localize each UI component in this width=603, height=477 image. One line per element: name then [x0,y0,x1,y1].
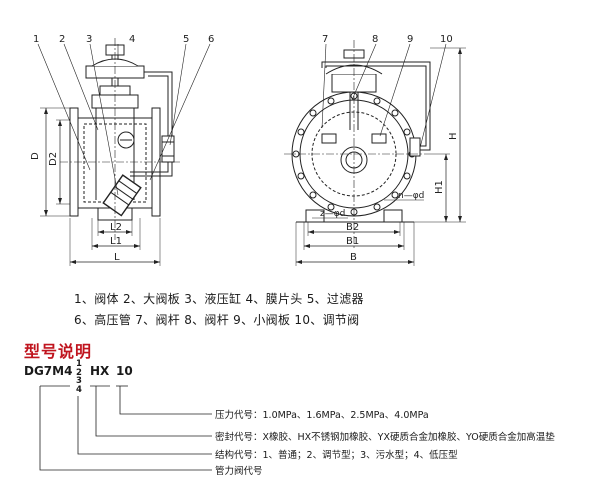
explanation-pressure: 压力代号：1.0MPa、1.6MPa、2.5MPa、4.0MPa [215,410,429,421]
dim-label-b: B [350,252,357,263]
model-digit-1: 1 [76,359,82,369]
part-number-8: 8 [372,34,378,45]
model-digit-4: 4 [76,384,82,395]
parts-legend-row-2: 6、高压管 7、阀杆 8、阀杆 9、小阀板 10、调节阀 [74,313,360,327]
dim-label-n-phi-d: n—φd [398,191,424,201]
dim-label-d2: D2 [48,152,59,166]
dim-label-d: D [30,152,41,160]
model-seal-code: HX [90,364,110,378]
dim-label-b1: B1 [346,236,359,247]
part-number-1: 1 [33,34,39,45]
explanation-valve-type: 管力阀代号 [215,466,263,477]
dim-label-h1: H1 [434,180,445,194]
model-structure-digits: 1 2 3 4 [75,360,83,394]
model-code-lines [39,385,212,471]
side-view [37,38,211,266]
dim-label-h: H [448,132,459,140]
explanation-structure: 结构代号：1、普通；2、调节型；3、污水型；4、低压型 [215,450,458,461]
part-number-4: 4 [129,34,135,45]
front-view [284,40,466,266]
parts-legend-row-1: 1、阀体 2、大阀板 3、液压缸 4、膜片头 5、过滤器 [74,292,364,306]
dim-label-b2: B2 [346,222,359,233]
dim-label-l2: L2 [110,222,122,233]
part-number-6: 6 [208,34,214,45]
part-number-7: 7 [322,34,328,45]
dim-label-l: L [114,252,120,263]
part-number-10: 10 [440,34,453,45]
model-section-title: 型号说明 [24,342,93,361]
part-number-3: 3 [86,34,92,45]
model-digit-2: 2 [76,367,82,378]
dim-label-z-phi-d: z—φd [320,209,345,219]
model-prefix: DG7M4 [24,364,73,378]
part-number-2: 2 [59,34,65,45]
part-number-9: 9 [407,34,413,45]
dim-label-l1: L1 [110,236,122,247]
model-digit-3: 3 [76,376,82,386]
model-pressure-code: 10 [116,364,133,378]
part-number-5: 5 [183,34,189,45]
explanation-seal: 密封代号：X橡胶、HX不锈钢加橡胶、YX硬质合金加橡胶、YO硬质合金加高温垫 [215,432,555,443]
